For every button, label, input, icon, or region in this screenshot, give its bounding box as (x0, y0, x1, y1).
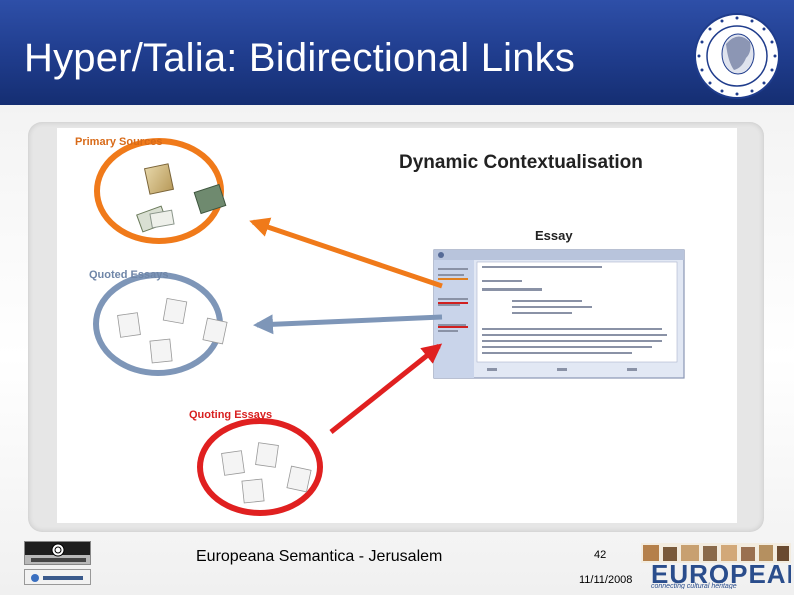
slide-date: 11/11/2008 (579, 574, 633, 586)
creative-commons-badge-icon (24, 541, 91, 565)
primary-sources-label: Primary Sources (75, 136, 163, 148)
europeana-logo: EUROPEANA connecting cultural heritage (641, 543, 791, 589)
europeana-tagline: connecting cultural heritage (651, 583, 737, 589)
openoffice-badge-icon (24, 569, 91, 585)
europeana-image-strip-icon (641, 543, 791, 563)
page-number: 42 (594, 549, 607, 561)
slide-header: Hyper/Talia: Bidirectional Links (0, 0, 794, 105)
essay-screenshot (433, 249, 685, 379)
arrow-essay-to-quoted-essays (253, 314, 443, 335)
arrow-quoting-essays-to-essay (329, 343, 443, 434)
bidirectional-links-figure: Primary Sources Dynamic Contextualisatio… (57, 128, 737, 523)
slide-title: Hyper/Talia: Bidirectional Links (24, 36, 576, 80)
bidirectional-links-diagram (93, 138, 685, 516)
quoting-essays-label: Quoting Essays (189, 409, 273, 421)
quoted-essays-label: Quoted Essays (89, 269, 169, 281)
essay-label: Essay (535, 228, 573, 243)
footer-text: Europeana Semantica - Jerusalem (196, 548, 443, 565)
europeana-wordmark: EUROPEANA (651, 559, 791, 589)
quoting-essays-circle (197, 418, 323, 516)
arrow-essay-to-primary-sources (249, 217, 443, 289)
dynamic-contextualisation-label: Dynamic Contextualisation (399, 152, 643, 173)
quoting-documents-icon (221, 442, 312, 504)
manuscript-icon (136, 163, 227, 233)
university-seal-icon (694, 13, 780, 99)
quoted-documents-icon (117, 297, 228, 364)
